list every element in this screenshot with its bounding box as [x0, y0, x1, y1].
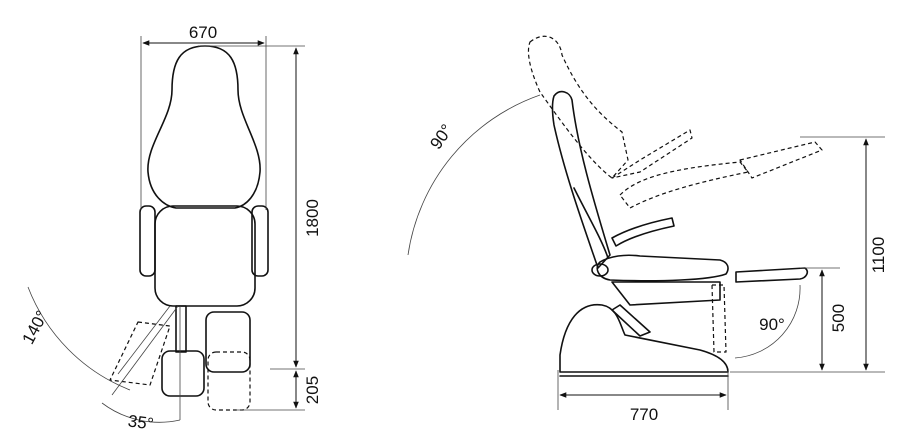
side-legrest: [735, 267, 808, 283]
top-seat: [154, 205, 256, 307]
top-width-label: 670: [189, 23, 217, 42]
top-leg-rod: [175, 305, 187, 353]
top-length-label: 1800: [303, 199, 322, 237]
side-backrest-reclined: [527, 35, 629, 179]
top-footrest-right: [205, 311, 251, 373]
top-footrest-swung: [109, 321, 171, 386]
side-angle-leg-label: 90°: [759, 315, 785, 334]
top-footrest-left: [161, 350, 205, 397]
side-legrest-reclined: [739, 141, 823, 179]
side-seat: [596, 254, 729, 282]
top-backrest: [147, 45, 261, 209]
top-armrest-right: [251, 205, 269, 277]
top-view: 670 1800 205 140° 35°: [18, 23, 322, 434]
top-arc-back: [27, 286, 131, 391]
side-angle-back-label: 90°: [426, 121, 456, 153]
side-seat-height-label: 500: [829, 304, 848, 332]
side-seat-knob: [591, 263, 609, 277]
side-legrest-down: [711, 284, 727, 353]
side-column: [611, 304, 651, 337]
side-arc-leg: [734, 284, 801, 359]
side-view: 90° 90° 770 1100 500: [407, 35, 888, 424]
top-footrest-dashed: [207, 351, 251, 411]
side-armrest: [611, 217, 675, 247]
side-backrest: [551, 90, 611, 269]
side-seat-base: [611, 281, 721, 306]
side-depth-label: 770: [630, 405, 658, 424]
side-height-label: 1100: [869, 237, 888, 274]
side-armrest-reclined: [611, 129, 693, 179]
side-arc-back: [407, 94, 541, 256]
top-foot-label: 205: [303, 376, 322, 404]
top-angle-back-label: 140°: [18, 307, 51, 347]
top-armrest-left: [139, 205, 156, 277]
top-angle-leg-label: 35°: [127, 411, 155, 433]
side-seat-reclined: [619, 161, 749, 209]
side-foot-base: [559, 303, 729, 373]
top-arc-leg: [101, 402, 181, 423]
